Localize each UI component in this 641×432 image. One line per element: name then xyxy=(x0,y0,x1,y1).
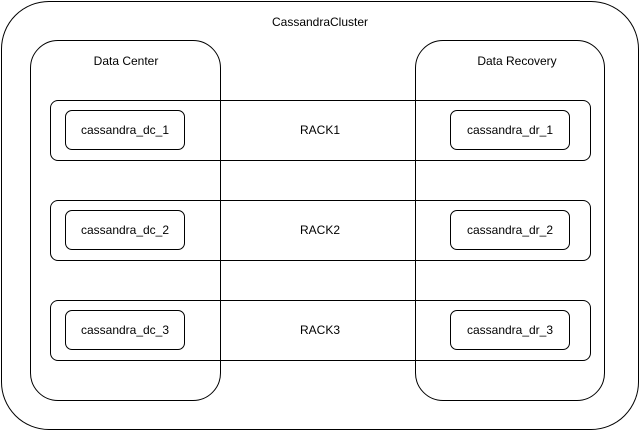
rack-label-2: RACK2 xyxy=(299,223,341,237)
datacenter-label-data-center: Data Center xyxy=(93,54,159,68)
cluster-title: CassandraCluster xyxy=(271,15,369,29)
rack-label-3: RACK3 xyxy=(299,323,341,337)
datacenter-label-data-recovery: Data Recovery xyxy=(477,54,557,68)
node-cassandra-dr-3: cassandra_dr_3 xyxy=(450,310,570,350)
node-cassandra-dc-1: cassandra_dc_1 xyxy=(65,110,185,150)
rack-3 xyxy=(50,300,591,361)
rack-label-1: RACK1 xyxy=(299,123,341,137)
datacenter-group-data-center xyxy=(30,40,221,401)
node-cassandra-dr-2: cassandra_dr_2 xyxy=(450,210,570,250)
node-cassandra-dr-1: cassandra_dr_1 xyxy=(450,110,570,150)
node-cassandra-dc-3: cassandra_dc_3 xyxy=(65,310,185,350)
rack-1 xyxy=(50,100,591,161)
rack-2 xyxy=(50,200,591,261)
datacenter-group-data-recovery xyxy=(415,40,605,401)
node-cassandra-dc-2: cassandra_dc_2 xyxy=(65,210,185,250)
